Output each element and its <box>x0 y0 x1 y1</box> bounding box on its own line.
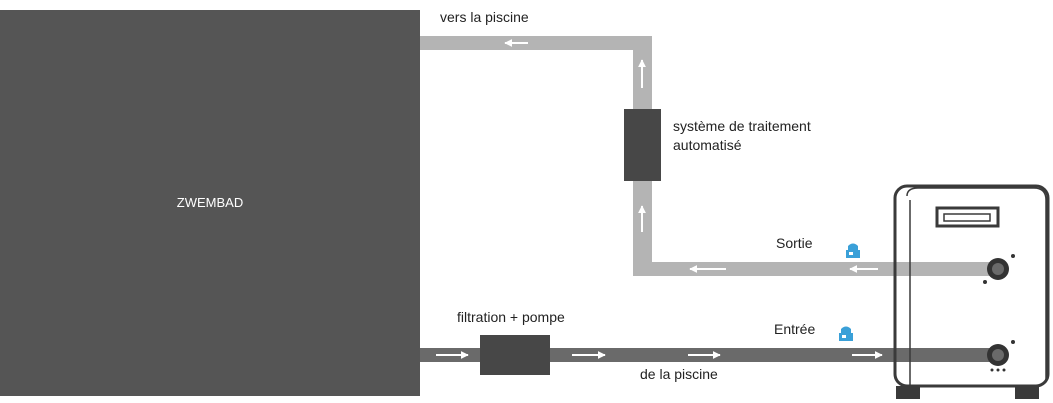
from-pool-label: de la piscine <box>640 366 718 382</box>
filtration-label: filtration + pompe <box>457 309 565 325</box>
arrow-icon <box>504 39 878 273</box>
valve-icon <box>839 326 853 341</box>
to-pool-label: vers la piscine <box>440 9 529 25</box>
outlet-label: Sortie <box>776 235 813 251</box>
pool <box>0 10 420 396</box>
valve-icon <box>846 243 860 258</box>
heat-pump-icon <box>893 184 1050 399</box>
treatment-label-line1: système de traitement <box>673 118 811 134</box>
treatment-system-box <box>624 109 661 181</box>
pool-label: ZWEMBAD <box>177 195 243 210</box>
pipe-connector <box>987 340 1015 372</box>
return-pipe <box>420 36 998 276</box>
inlet-label: Entrée <box>774 321 815 337</box>
treatment-label-line2: automatisé <box>673 137 742 153</box>
filtration-pump-box <box>480 335 550 375</box>
pipe-connector <box>983 254 1015 284</box>
